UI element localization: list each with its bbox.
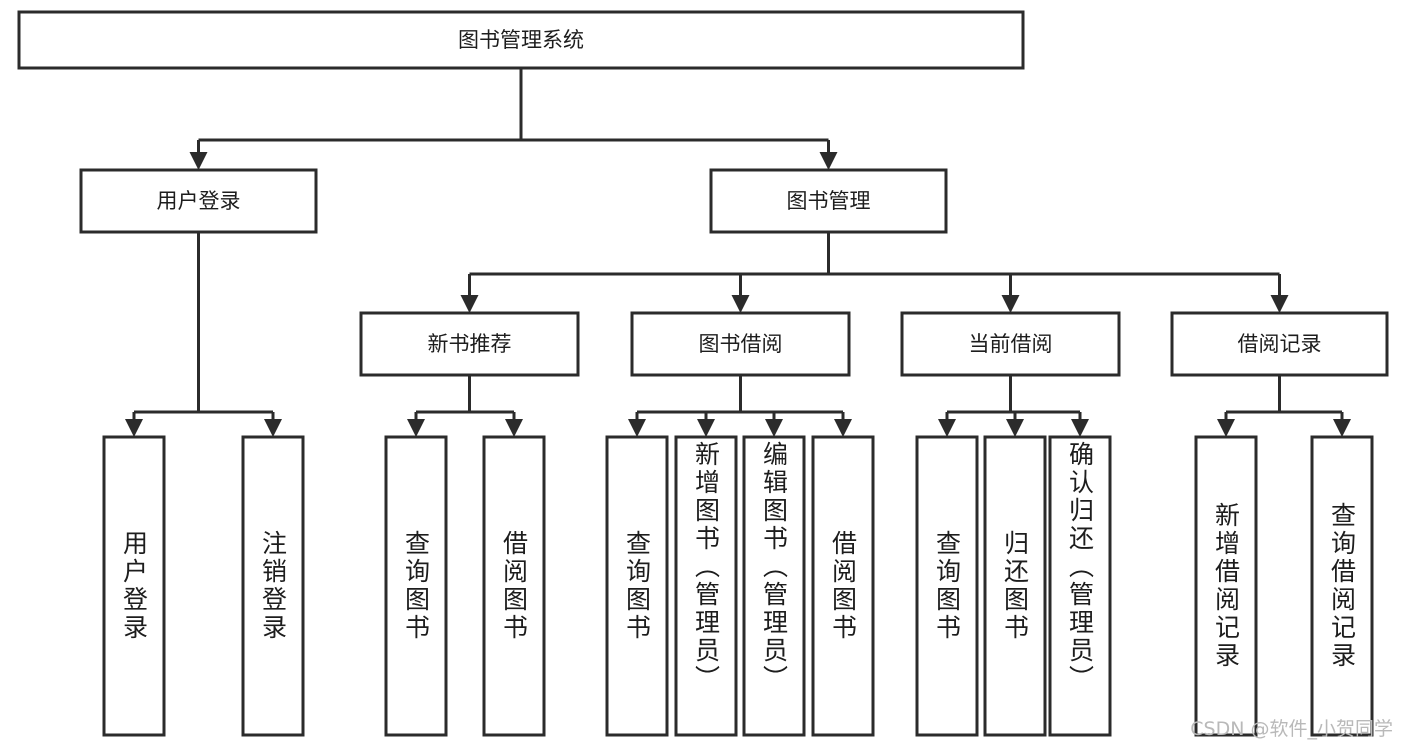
watermark-text: CSDN @软件_小贺同学 (1190, 718, 1393, 740)
node-borrow-record: 借阅记录 (1170, 311, 1389, 377)
node-box-user-login (79, 168, 318, 234)
node-box-leaf-query-book-recommend (384, 435, 448, 737)
node-box-leaf-query-borrow-record (1310, 435, 1374, 737)
node-box-leaf-confirm-return-admin (1048, 435, 1112, 737)
node-label-user-login: 用户登录 (157, 189, 241, 213)
node-box-book-borrow (630, 311, 851, 377)
node-box-current-borrow (900, 311, 1121, 377)
node-box-leaf-borrow-book-recommend (482, 435, 546, 737)
node-label-borrow-record: 借阅记录 (1238, 332, 1322, 356)
node-box-borrow-record (1170, 311, 1389, 377)
node-leaf-logout (241, 435, 305, 737)
node-leaf-borrow-book (811, 435, 875, 737)
node-leaf-query-book-current (915, 435, 979, 737)
node-box-leaf-logout (241, 435, 305, 737)
node-label-book-management: 图书管理 (787, 189, 871, 213)
node-box-leaf-add-book-admin (674, 435, 738, 737)
node-box-new-book-recommend (359, 311, 580, 377)
node-leaf-user-login (102, 435, 166, 737)
node-label-current-borrow: 当前借阅 (969, 332, 1053, 356)
node-leaf-query-borrow-record (1310, 435, 1374, 737)
node-box-leaf-query-book-borrow (605, 435, 669, 737)
node-book-management: 图书管理 (709, 168, 948, 234)
node-leaf-add-book-admin (674, 435, 738, 737)
node-box-leaf-return-book (983, 435, 1047, 737)
node-box-leaf-edit-book-admin (742, 435, 806, 737)
node-leaf-return-book (983, 435, 1047, 737)
node-current-borrow: 当前借阅 (900, 311, 1121, 377)
node-box-book-management (709, 168, 948, 234)
node-label-root: 图书管理系统 (458, 28, 584, 52)
node-leaf-query-book-borrow (605, 435, 669, 737)
node-box-leaf-query-book-current (915, 435, 979, 737)
node-leaf-confirm-return-admin (1048, 435, 1112, 737)
connector-lines (125, 68, 1351, 437)
node-leaf-query-book-recommend (384, 435, 448, 737)
node-leaf-add-borrow-record (1194, 435, 1258, 737)
node-box-leaf-borrow-book (811, 435, 875, 737)
node-label-new-book-recommend: 新书推荐 (428, 332, 512, 356)
node-book-borrow: 图书借阅 (630, 311, 851, 377)
node-box-leaf-user-login (102, 435, 166, 737)
node-user-login: 用户登录 (79, 168, 318, 234)
node-box-root (17, 10, 1025, 70)
node-leaf-borrow-book-recommend (482, 435, 546, 737)
node-box-leaf-add-borrow-record (1194, 435, 1258, 737)
node-root: 图书管理系统 (17, 10, 1025, 70)
node-label-book-borrow: 图书借阅 (699, 332, 783, 356)
node-leaf-edit-book-admin (742, 435, 806, 737)
node-new-book-recommend: 新书推荐 (359, 311, 580, 377)
